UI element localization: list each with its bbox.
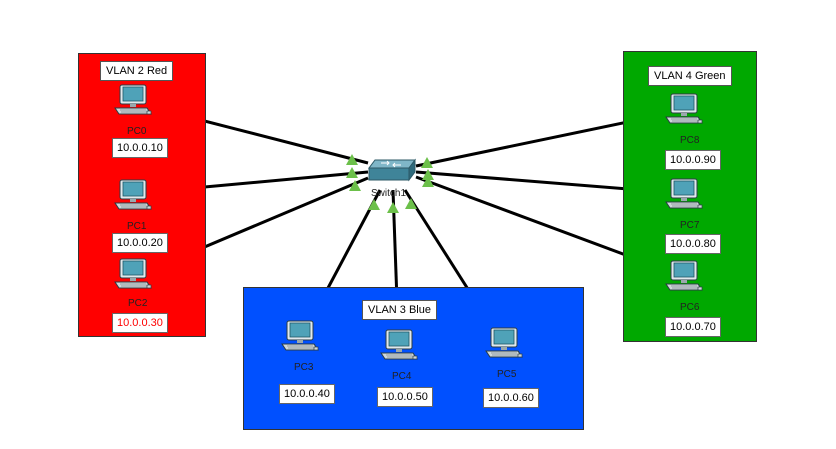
ip-address-pc2: 10.0.0.30 [112, 313, 168, 333]
ip-address-pc1: 10.0.0.20 [112, 233, 168, 253]
ip-address-pc6: 10.0.0.70 [665, 317, 721, 337]
device-label-pc7: PC7 [680, 220, 700, 231]
device-label-pc3: PC3 [294, 362, 314, 373]
device-label-pc6: PC6 [680, 302, 700, 313]
link-status-icon [346, 154, 358, 165]
link-status-icon [349, 180, 361, 191]
link-status-icon [346, 167, 358, 178]
pc-icon[interactable] [113, 84, 153, 116]
pc-icon[interactable] [113, 179, 153, 211]
device-label-pc2: PC2 [128, 298, 148, 309]
pc-icon[interactable] [664, 178, 704, 210]
vlan-blue-label: VLAN 3 Blue [362, 300, 437, 320]
vlan-green-label: VLAN 4 Green [648, 66, 732, 86]
ip-address-pc4: 10.0.0.50 [377, 387, 433, 407]
pc-icon[interactable] [664, 260, 704, 292]
link-status-icon [422, 176, 434, 187]
device-label-pc1: PC1 [127, 221, 147, 232]
pc-icon[interactable] [280, 320, 320, 352]
link-status-icon [421, 157, 433, 168]
device-label-pc0: PC0 [127, 126, 147, 137]
link-status-icon [387, 202, 399, 213]
link-status-icon [405, 198, 417, 209]
pc-icon[interactable] [379, 329, 419, 361]
device-label-pc8: PC8 [680, 135, 700, 146]
device-label-pc4: PC4 [392, 371, 412, 382]
pc-icon[interactable] [484, 327, 524, 359]
device-label-pc5: PC5 [497, 369, 517, 380]
ip-address-pc8: 10.0.0.90 [665, 150, 721, 170]
switch-icon[interactable] [367, 158, 417, 182]
switch-label: Switch1 [371, 188, 407, 199]
link-status-icon [422, 169, 434, 180]
vlan-red-label: VLAN 2 Red [100, 61, 174, 81]
pc-icon[interactable] [113, 258, 153, 290]
pc-icon[interactable] [664, 93, 704, 125]
ip-address-pc3: 10.0.0.40 [279, 384, 335, 404]
link-status-icon [368, 199, 380, 210]
ip-address-pc7: 10.0.0.80 [665, 234, 721, 254]
ip-address-pc5: 10.0.0.60 [483, 388, 539, 408]
ip-address-pc0: 10.0.0.10 [112, 138, 168, 158]
